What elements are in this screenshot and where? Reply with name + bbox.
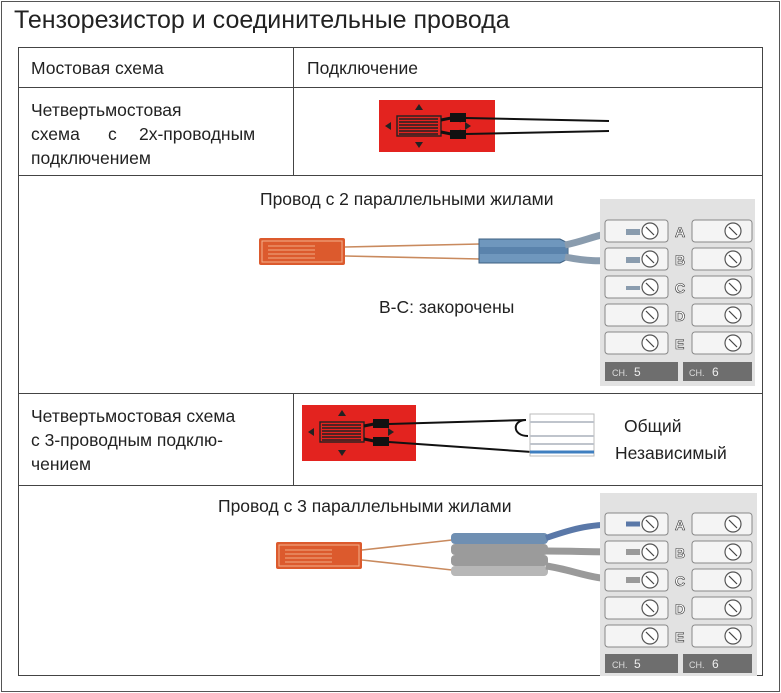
panel1-terminal-letter-e: E xyxy=(675,336,685,353)
row1-circuit-line2-word2: с xyxy=(108,124,117,144)
row2-circuit-line1: Четвертьмостовая схема xyxy=(31,406,236,426)
row1-circuit-line2-word3: 2х-проводным xyxy=(139,124,256,144)
panel2-terminal-letter-a: A xyxy=(675,517,686,534)
panel2-channel-left-label: CH. xyxy=(612,660,628,670)
table-header-divider xyxy=(18,87,762,88)
column-divider-header xyxy=(293,47,294,176)
panel2-terminal-letter-d: D xyxy=(675,601,686,618)
panel1-channel-right-label: CH. xyxy=(689,368,705,378)
table-bottom-border xyxy=(18,675,762,676)
table-right-border xyxy=(762,47,763,676)
panel1-note-bc-shorted: B-C: закорочены xyxy=(379,297,515,317)
row2-label-independent: Независимый xyxy=(615,443,727,463)
row2-circuit-line3: чением xyxy=(31,454,92,474)
row1-circuit-line1: Четвертьмостовая xyxy=(31,100,182,120)
panel2-terminal-letter-c: C xyxy=(675,573,686,590)
panel2-terminal-letter-b: B xyxy=(675,545,686,562)
panel2-caption: Провод с 3 параллельными жилами xyxy=(218,496,512,516)
row2-circuit-line2: с 3-проводным подклю- xyxy=(31,430,223,450)
panel1-channel-left-label: CH. xyxy=(612,368,628,378)
panel1-terminal-letter-a: A xyxy=(675,224,686,241)
row2-bottom-border xyxy=(18,485,762,486)
row1-circuit-line3: подключением xyxy=(31,148,151,168)
panel2-channel-right-number: 6 xyxy=(712,657,719,671)
row2-label-common: Общий xyxy=(624,416,682,436)
panel1-caption: Провод с 2 параллельными жилами xyxy=(260,189,554,209)
panel1-bottom-border xyxy=(18,393,762,394)
table-top-border xyxy=(18,47,762,48)
panel1-terminal-letter-b: B xyxy=(675,252,686,269)
table-left-border xyxy=(18,47,19,676)
header-bridge-circuit: Мостовая схема xyxy=(31,58,164,78)
row1-circuit-line2-word1: схема xyxy=(31,124,80,144)
panel2-terminal-letter-e: E xyxy=(675,629,685,646)
panel2-channel-left-number: 5 xyxy=(634,657,641,671)
column-divider-row2 xyxy=(293,393,294,486)
panel1-channel-right-number: 6 xyxy=(712,365,719,379)
panel2-channel-right-label: CH. xyxy=(689,660,705,670)
panel1-terminal-letter-c: C xyxy=(675,280,686,297)
row1-bottom-border xyxy=(18,175,762,176)
panel1-terminal-letter-d: D xyxy=(675,308,686,325)
page-title: Тензорезистор и соединительные провода xyxy=(14,6,510,34)
header-connection: Подключение xyxy=(307,58,418,78)
panel1-channel-left-number: 5 xyxy=(634,365,641,379)
